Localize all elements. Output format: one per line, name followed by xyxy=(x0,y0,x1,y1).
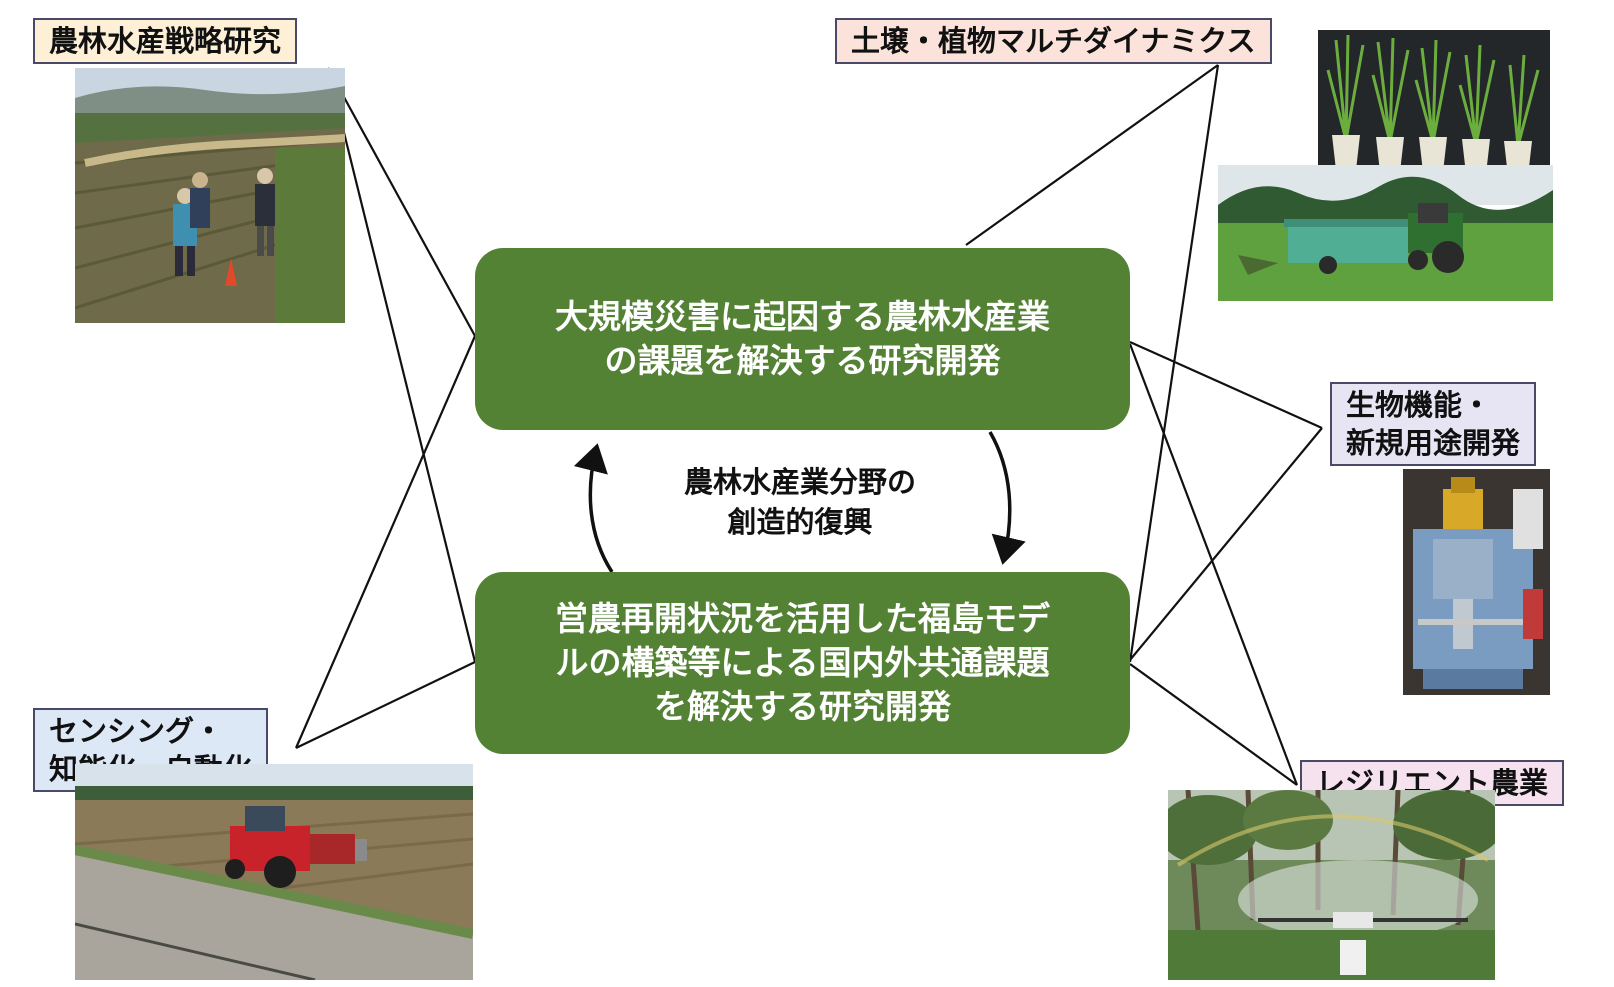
theme-label-bio-function: 生物機能・ 新規用途開発 xyxy=(1330,382,1537,466)
connector-sensing-top xyxy=(294,335,477,749)
photo-tractor-field xyxy=(1218,165,1553,301)
theme-bio-line-1: 生物機能・ xyxy=(1346,388,1492,422)
central-bottom-line-3: を解決する研究開発 xyxy=(654,687,951,726)
central-box-top: 大規模災害に起因する農林水産業 の課題を解決する研究開発 xyxy=(475,248,1130,430)
central-bottom-line-2: ルの構築等による国内外共通課題 xyxy=(555,643,1050,682)
central-top-line-1: 大規模災害に起因する農林水産業 xyxy=(555,297,1050,336)
cycle-caption-line-2: 創造的復興 xyxy=(727,505,873,539)
cycle-arrow-left-icon xyxy=(573,443,614,573)
theme-bio-line-2: 新規用途開発 xyxy=(1346,426,1521,460)
photo-field-survey xyxy=(75,68,345,323)
theme-label-strategy: 農林水産戦略研究 xyxy=(33,18,298,64)
theme-sensing-line-1: センシング・ xyxy=(49,714,224,748)
connector-soil-top xyxy=(965,64,1219,246)
connector-sensing-bottom xyxy=(295,661,476,749)
connector-bio-top xyxy=(1129,340,1323,430)
photo-autonomous-tractor xyxy=(75,764,473,980)
theme-strategy-line-1: 農林水産戦略研究 xyxy=(49,24,282,58)
connector-soil-bottom xyxy=(1128,64,1220,663)
theme-soil-plant-line-1: 土壌・植物マルチダイナミクス xyxy=(851,24,1256,58)
cycle-arrow-right-icon xyxy=(988,431,1026,565)
connector-strategy-bottom xyxy=(326,67,477,663)
central-top-line-2: の課題を解決する研究開発 xyxy=(604,341,1001,380)
photo-potted-rice xyxy=(1318,30,1550,182)
cycle-caption-line-1: 農林水産業分野の xyxy=(683,465,916,499)
cycle-caption: 農林水産業分野の 創造的復興 xyxy=(640,462,960,542)
photo-drone-spraying xyxy=(1168,790,1495,980)
connector-bio-bottom xyxy=(1129,427,1323,661)
central-box-bottom: 営農再開状況を活用した福島モデ ルの構築等による国内外共通課題 を解決する研究開… xyxy=(475,572,1130,754)
connector-resilient-top xyxy=(1128,343,1299,786)
connector-strategy-top xyxy=(327,67,476,337)
connector-resilient-bottom xyxy=(1129,663,1298,786)
central-bottom-line-1: 営農再開状況を活用した福島モデ xyxy=(555,599,1050,638)
theme-label-soil-plant: 土壌・植物マルチダイナミクス xyxy=(835,18,1272,64)
photo-lab-equipment xyxy=(1403,469,1550,695)
